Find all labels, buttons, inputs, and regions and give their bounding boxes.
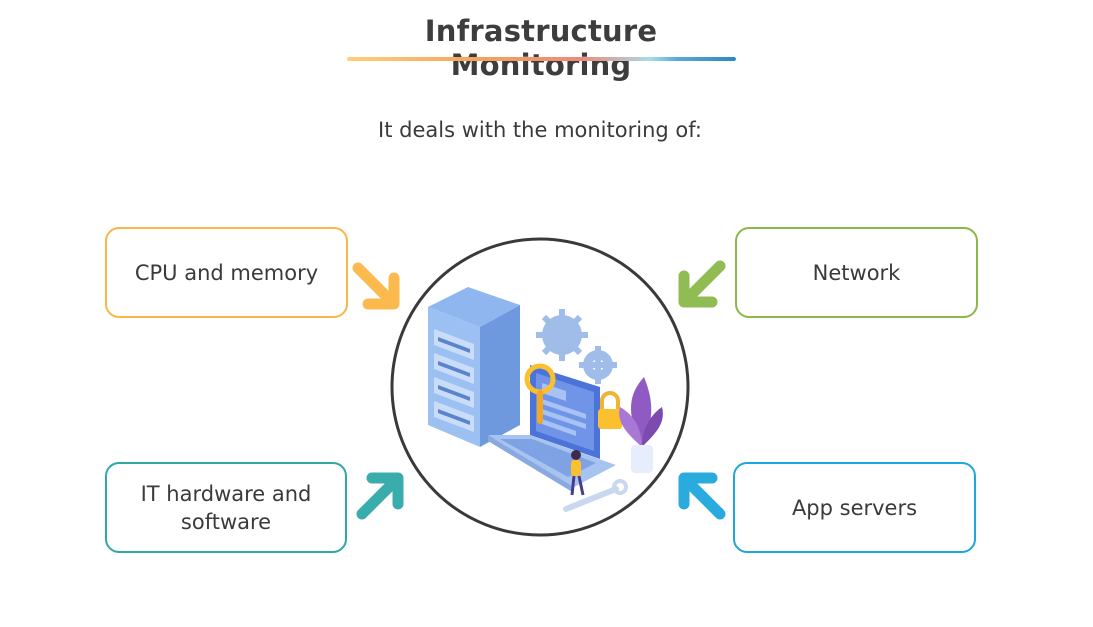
card-network: Network [735,227,978,318]
card-label: IT hardware and software [140,481,312,534]
server-laptop-illustration [390,237,690,537]
card-app-servers: App servers [733,462,976,553]
card-cpu-and-memory: CPU and memory [105,227,348,318]
person-icon [570,450,585,496]
card-it-hardware-software: IT hardware and software [105,462,347,553]
card-label: CPU and memory [134,260,319,285]
plant-icon [619,377,663,473]
magnifier-icon [524,363,556,424]
arrow-down-left-icon [678,260,726,308]
arrow-down-right-icon [352,262,400,310]
arrow-up-right-icon [356,472,404,520]
title-underline [347,57,736,61]
subtitle: It deals with the monitoring of: [378,118,702,142]
arrow-up-left-icon [678,472,726,520]
wrench-icon [563,479,628,512]
padlock-icon [598,391,622,429]
server-rack-icon [428,287,520,447]
card-label: App servers [791,495,918,520]
diagram-title: Infrastructure Monitoring [424,14,658,82]
card-label: Network [812,260,901,285]
